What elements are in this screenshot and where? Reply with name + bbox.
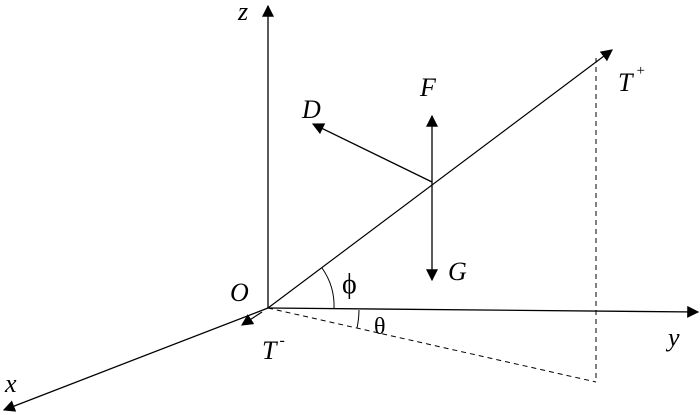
tension-minus-label: T-	[262, 332, 285, 365]
tension-plus-base: T	[618, 68, 634, 97]
y-axis-label: y	[665, 323, 680, 352]
gravity-force-label: G	[448, 257, 467, 286]
drag-force-arrow	[311, 123, 433, 183]
tether-minus-arrow	[240, 311, 263, 326]
theta-arc	[356, 309, 360, 329]
phi-label: ϕ	[342, 269, 357, 300]
tension-plus-sup: +	[636, 63, 644, 79]
drag-force-label: D	[301, 95, 321, 124]
z-axis-label: z	[237, 0, 248, 26]
projection-line	[267, 307, 597, 383]
tether-line	[267, 49, 613, 309]
tension-plus-label: T+	[618, 63, 645, 97]
lift-force-label: F	[419, 73, 437, 102]
theta-label: θ	[374, 314, 386, 340]
origin-label: O	[230, 278, 249, 307]
tension-minus-base: T	[262, 336, 278, 365]
x-axis	[2, 307, 269, 412]
phi-arc	[321, 267, 335, 310]
y-axis	[267, 305, 700, 318]
x-axis-label: x	[4, 369, 17, 398]
tension-minus-sup: -	[279, 332, 284, 349]
